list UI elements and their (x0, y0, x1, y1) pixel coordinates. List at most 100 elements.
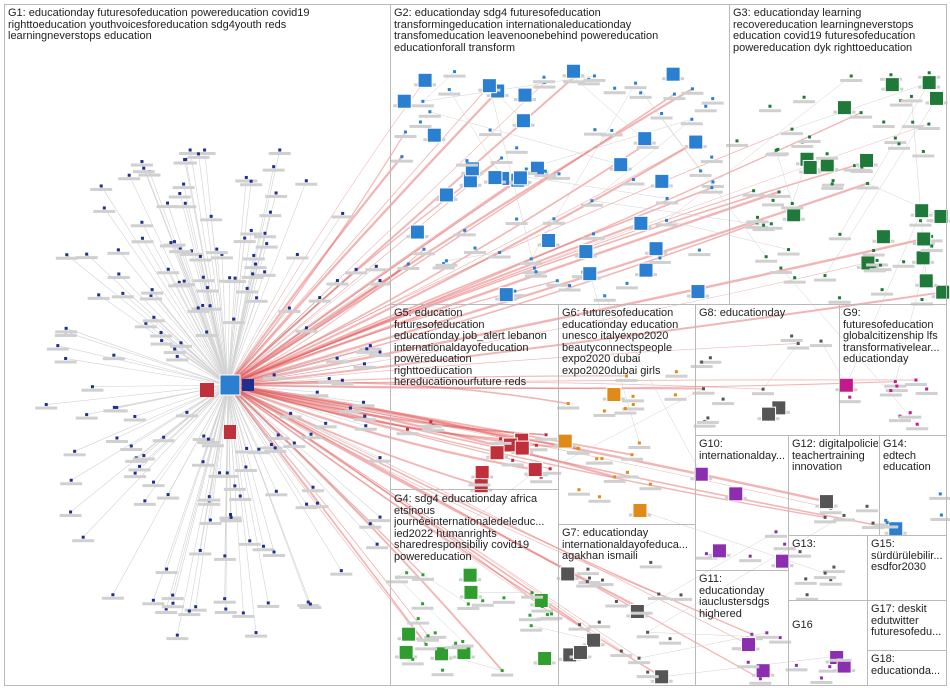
edge (104, 207, 229, 386)
node (340, 378, 344, 382)
node-label (169, 250, 192, 254)
edge (227, 348, 367, 386)
node (198, 548, 202, 552)
node (223, 554, 227, 558)
node (461, 640, 465, 644)
edge (227, 277, 230, 386)
node (911, 120, 915, 124)
node-avatar (242, 379, 254, 391)
node (545, 613, 549, 617)
node-label (352, 404, 375, 408)
node (529, 624, 533, 628)
node (196, 152, 200, 156)
group-panel-g8 (695, 304, 840, 436)
edge (227, 176, 522, 386)
node (177, 280, 181, 284)
node (278, 148, 282, 152)
node (829, 578, 833, 582)
node-avatar (527, 462, 543, 478)
node-label (838, 400, 861, 404)
node (481, 599, 485, 603)
node (793, 276, 797, 280)
node-label (492, 600, 515, 604)
node (144, 321, 148, 325)
node (631, 394, 635, 398)
edge (179, 193, 229, 386)
edge (153, 384, 229, 483)
node (244, 175, 248, 179)
node (175, 354, 179, 358)
edge (227, 278, 236, 386)
node-label (345, 271, 368, 275)
edge (776, 150, 793, 204)
node-label (75, 416, 98, 420)
node (252, 253, 256, 257)
node-label (238, 542, 261, 546)
node-label (521, 595, 544, 599)
node (249, 228, 253, 232)
node-avatar (688, 134, 704, 150)
node-label (132, 457, 155, 461)
node-label (629, 95, 652, 99)
node (884, 518, 888, 522)
node (704, 552, 708, 556)
node (853, 164, 857, 168)
node (771, 198, 775, 202)
node-label (245, 299, 268, 303)
node (697, 248, 701, 252)
node (447, 88, 451, 92)
edge (639, 632, 767, 659)
edge (100, 185, 229, 386)
node-label (253, 235, 276, 239)
edge (219, 384, 229, 473)
node-label (600, 133, 623, 137)
node (752, 189, 756, 193)
node (140, 160, 144, 164)
edge (227, 141, 696, 386)
edge (227, 384, 381, 458)
node (515, 146, 519, 150)
node (102, 206, 106, 210)
node-label (530, 480, 553, 484)
edge (227, 384, 378, 545)
node-label (435, 263, 458, 267)
node (111, 593, 115, 597)
node (140, 236, 144, 240)
node (173, 347, 177, 351)
node (304, 179, 308, 183)
node-label (700, 160, 723, 164)
node-label (453, 233, 476, 237)
node (64, 326, 68, 330)
edge (227, 384, 547, 436)
node-label (142, 319, 165, 323)
node-label (787, 346, 810, 350)
node-label (75, 256, 98, 260)
edge (639, 510, 826, 574)
edge (139, 384, 229, 467)
node-label (235, 179, 258, 183)
edge (82, 384, 229, 538)
node (73, 449, 77, 453)
node (885, 520, 889, 524)
node (585, 580, 589, 584)
node-label (669, 597, 692, 601)
edge (227, 384, 312, 435)
node (378, 515, 382, 519)
node (777, 190, 781, 194)
node-avatar (582, 266, 598, 282)
node (273, 446, 277, 450)
node-label (330, 572, 353, 576)
node (169, 241, 173, 245)
node (85, 413, 89, 417)
edge (227, 384, 232, 518)
node-avatar (761, 406, 777, 422)
edge (227, 186, 713, 386)
node-label (234, 469, 257, 473)
node-avatar (648, 241, 664, 257)
node (140, 220, 144, 224)
node (248, 539, 252, 543)
node-avatar (916, 231, 932, 247)
node (368, 522, 372, 526)
node-label (457, 606, 480, 610)
